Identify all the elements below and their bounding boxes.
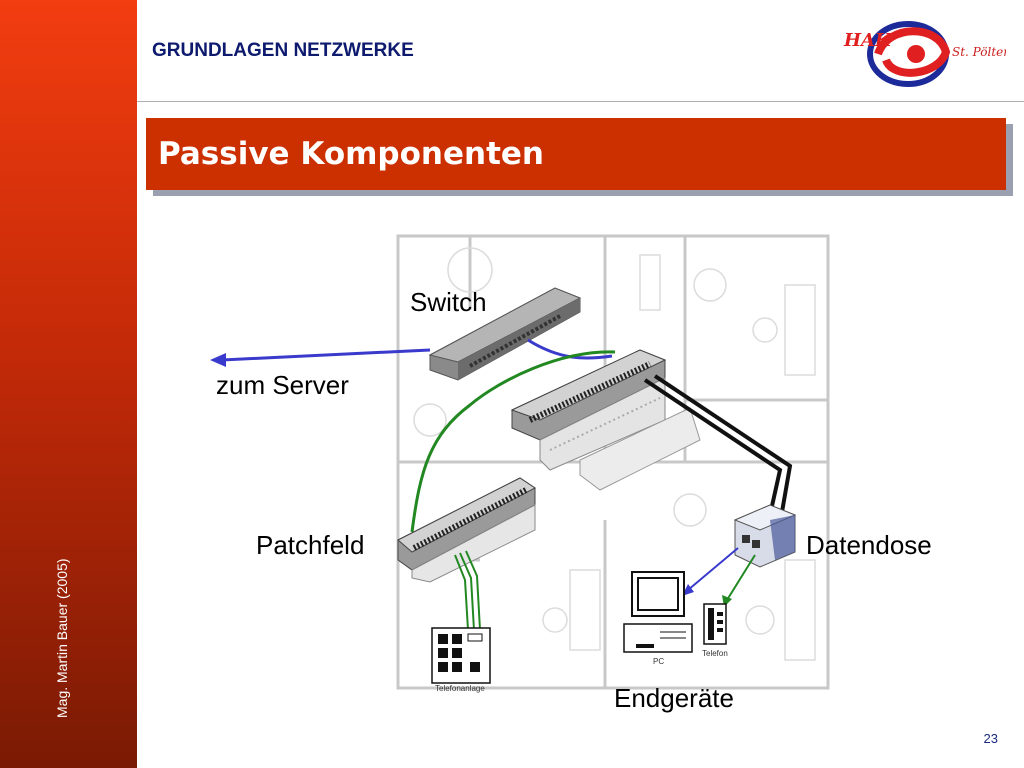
- slide-title: Passive Komponenten: [158, 136, 545, 172]
- furniture-plant: [413, 403, 447, 437]
- telefonanlage-label: Telefonanlage: [435, 684, 485, 693]
- header-divider: [137, 101, 1024, 102]
- pbx-cable: [459, 552, 475, 631]
- outlet-cable: [643, 378, 783, 516]
- label-patchfeld: Patchfeld: [256, 530, 365, 560]
- logo-swirl-red: [874, 27, 951, 77]
- telefon-label: Telefon: [702, 649, 728, 658]
- phone-cable: [726, 554, 756, 601]
- telefon-device: [703, 603, 727, 645]
- furniture-chair: [752, 317, 778, 343]
- pbx-cable: [454, 554, 469, 631]
- hak-logo: HAK St. Pölten: [843, 21, 1006, 87]
- furniture-chair: [745, 605, 775, 635]
- floor-plan-furniture: [413, 247, 816, 661]
- pc-device: [623, 571, 693, 653]
- title-bar: Passive Komponenten: [146, 118, 1006, 190]
- logo-dot: [907, 45, 925, 63]
- header-title: GRUNDLAGEN NETZWERKE: [152, 40, 414, 61]
- label-endgeraete: Endgeräte: [614, 683, 734, 713]
- label-zum-server: zum Server: [216, 370, 349, 400]
- furniture-chair: [673, 493, 707, 527]
- switch-device: [428, 287, 582, 381]
- furniture-cabinet: [639, 254, 661, 311]
- sidebar: Mag. Martin Bauer (2005): [0, 0, 137, 768]
- logo-text-left: HAK: [843, 30, 892, 51]
- furniture-desk: [569, 569, 601, 651]
- furniture-chair: [542, 607, 568, 633]
- pbx-cable: [465, 550, 481, 631]
- datendose-device: [733, 504, 797, 568]
- server-cable: [221, 348, 431, 362]
- pc-label: PC: [653, 657, 664, 666]
- patch-cable-green: [410, 350, 616, 533]
- page-number: 23: [983, 731, 998, 746]
- patch-panel-lower: [397, 477, 536, 583]
- furniture-table: [447, 247, 493, 293]
- label-datendose: Datendose: [806, 530, 932, 560]
- label-switch: Switch: [410, 287, 487, 317]
- logo-text-right: St. Pölten: [952, 45, 1006, 59]
- pc-cable: [687, 547, 739, 591]
- furniture-desk: [784, 559, 816, 661]
- telefonanlage-device: [431, 627, 491, 684]
- server-arrow-head: [210, 353, 226, 367]
- patch-panel-upper: [510, 349, 701, 491]
- outlet-cable: [653, 374, 793, 513]
- furniture-desk: [784, 284, 816, 376]
- furniture-plant: [693, 268, 727, 302]
